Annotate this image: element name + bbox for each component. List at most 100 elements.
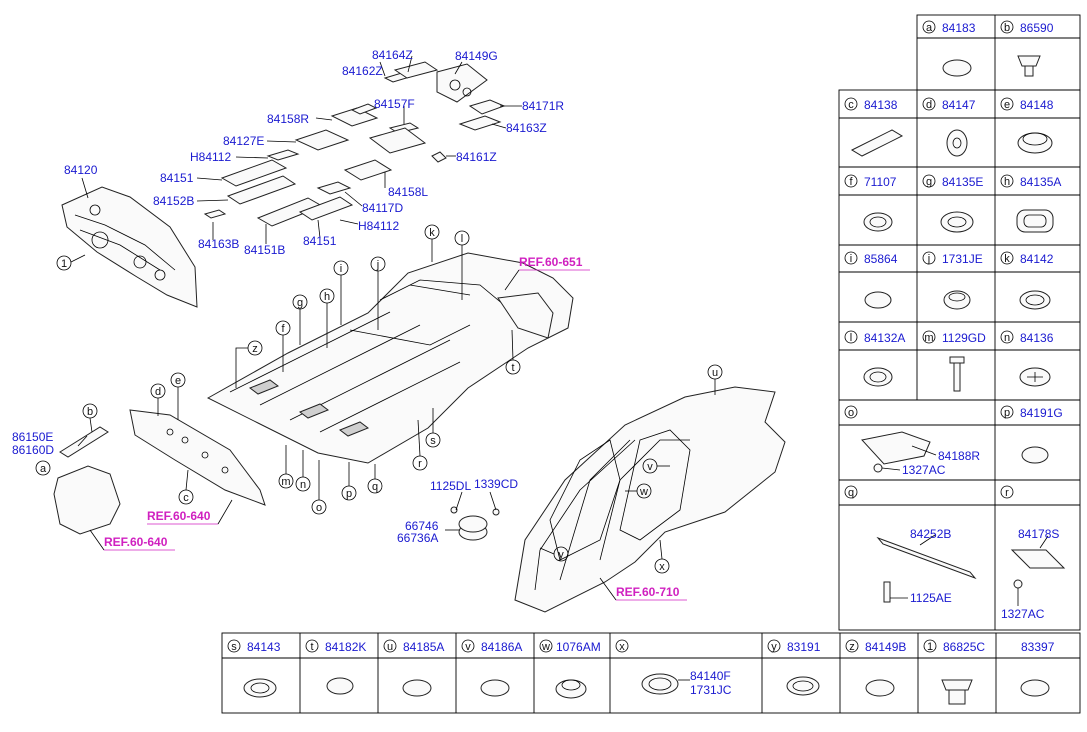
legend-cell-p: p 84191G — [1000, 405, 1063, 464]
svg-text:l: l — [461, 233, 463, 245]
callout-l: l — [454, 230, 470, 300]
side-member — [53, 409, 266, 535]
grommet-icon — [940, 211, 974, 233]
callout-m: m — [278, 445, 294, 489]
svg-text:d: d — [155, 386, 161, 398]
svg-text:j: j — [927, 253, 930, 265]
part-label: 66736A — [397, 531, 438, 545]
svg-text:z: z — [252, 343, 258, 355]
callout-e: e — [170, 372, 186, 420]
part-label: 1339CD — [474, 477, 518, 491]
legend-cell-f: f 71107 — [844, 174, 897, 232]
plug-icon — [326, 677, 354, 695]
svg-text:f: f — [849, 176, 853, 188]
callout-y: y — [539, 546, 569, 562]
legend-cell-h: h 84135A — [1000, 174, 1061, 233]
legend-cell-x: x 84140F 1731JC — [615, 639, 732, 697]
svg-text:r: r — [418, 458, 422, 470]
svg-text:q: q — [372, 481, 378, 493]
svg-text:84186A: 84186A — [481, 640, 522, 654]
svg-text:s: s — [231, 641, 237, 653]
legend-cell-t: t 84182K — [305, 639, 366, 695]
callout-t: t — [505, 329, 521, 375]
callout-c: c — [178, 469, 194, 505]
svg-text:v: v — [465, 641, 471, 653]
part-label: 84164Z — [372, 48, 413, 62]
callout-j: j — [370, 256, 386, 330]
side-outer-panel — [514, 386, 786, 613]
callout-f: f — [275, 320, 291, 372]
part-label: 86150E — [12, 430, 53, 444]
bracket-icon — [861, 431, 931, 465]
part-label: 84117D — [362, 201, 403, 215]
callout-i: i — [333, 260, 349, 325]
grommet-icon — [786, 676, 820, 696]
part-label: 84151B — [244, 243, 285, 257]
part-label: 84152B — [153, 194, 194, 208]
ref-labels: REF.60-651 REF.60-640 REF.60-640 REF.60-… — [89, 255, 687, 601]
grommet-icon — [641, 673, 679, 695]
legend-cell-w: w 1076AM — [539, 639, 601, 699]
callout-z: z — [235, 340, 263, 388]
svg-text:1125AE: 1125AE — [910, 591, 952, 605]
svg-text:84148: 84148 — [1020, 98, 1054, 112]
svg-text:1129GD: 1129GD — [942, 331, 986, 345]
legend-cell-m: m 1129GD — [922, 330, 986, 392]
svg-text:1076AM: 1076AM — [556, 640, 601, 654]
part-label: 84162Z — [342, 64, 383, 78]
legend-cell-s: s 84143 — [227, 639, 281, 698]
legend-cell-d: d 84147 — [922, 97, 976, 157]
part-label: 84157F — [374, 97, 415, 111]
svg-text:84252B: 84252B — [910, 527, 951, 541]
part-label: 1125DL — [430, 479, 471, 493]
callout-k: k — [424, 224, 440, 262]
plug-icon — [480, 679, 510, 697]
svg-text:e: e — [175, 375, 181, 387]
svg-text:c: c — [848, 99, 854, 111]
part-label: H84112 — [190, 150, 231, 164]
plug-icon — [1021, 446, 1049, 464]
part-label: 84158R — [267, 112, 309, 126]
svg-text:t: t — [310, 641, 313, 653]
svg-text:m: m — [281, 476, 290, 488]
svg-text:p: p — [346, 488, 352, 500]
legend-cell-v: v 84186A — [461, 639, 522, 697]
clip-icon — [941, 679, 973, 705]
legend-part-number: 84183 — [942, 21, 976, 35]
svg-text:o: o — [848, 407, 854, 419]
plug-icon — [864, 291, 892, 309]
svg-text:84188R: 84188R — [938, 449, 980, 463]
legend-letter: a — [926, 22, 933, 34]
plug-icon — [943, 290, 971, 310]
svg-text:b: b — [1004, 22, 1010, 34]
callout-1 — [56, 255, 72, 271]
svg-text:86590: 86590 — [1020, 21, 1054, 35]
callout-a: a — [35, 460, 51, 476]
svg-text:c: c — [183, 492, 189, 504]
svg-text:f: f — [281, 323, 285, 335]
svg-text:84182K: 84182K — [325, 640, 366, 654]
svg-text:u: u — [387, 641, 393, 653]
legend-cell-1: 1 86825C — [923, 639, 985, 705]
svg-text:s: s — [430, 435, 436, 447]
svg-text:y: y — [771, 641, 777, 653]
svg-text:x: x — [619, 641, 625, 653]
grommet-icon — [863, 367, 893, 387]
legend-cell-i: i 85864 — [844, 251, 898, 309]
svg-text:h: h — [1004, 176, 1010, 188]
svg-text:1731JE: 1731JE — [942, 252, 983, 266]
svg-text:83397: 83397 — [1021, 640, 1055, 654]
legend-cell-k: k 84142 — [1000, 251, 1054, 310]
svg-text:g: g — [297, 297, 303, 309]
callout-u: u — [707, 364, 723, 395]
callout-x: x — [654, 539, 670, 574]
svg-text:h: h — [324, 291, 330, 303]
svg-text:p: p — [1004, 407, 1010, 419]
callout-g: g — [292, 294, 308, 345]
legend-cell-q: q 84252B 1125AE — [844, 485, 977, 605]
ref-link: REF.60-651 — [519, 255, 583, 269]
ref-link: REF.60-640 — [147, 509, 211, 523]
legend-cell-y: y 83191 — [767, 639, 821, 696]
legend-cell-l: l 84132A — [844, 330, 905, 387]
gasket-icon — [1016, 209, 1054, 233]
